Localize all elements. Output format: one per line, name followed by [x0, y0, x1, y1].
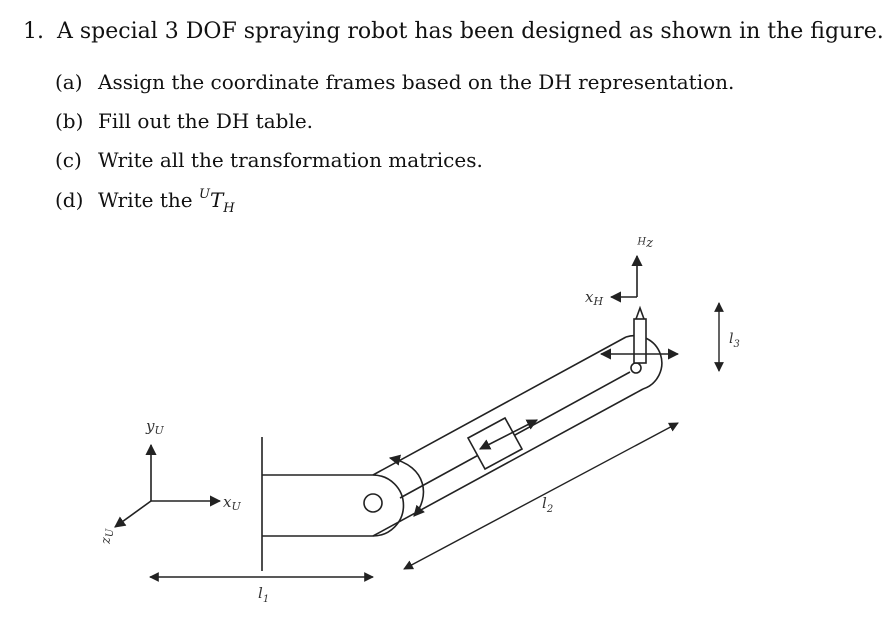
part-b-text: Fill out the DH table. [98, 109, 314, 133]
inclined-boom [372, 334, 663, 537]
part-c: (c) Write all the transformation matrices… [55, 148, 734, 187]
yU-label: yU [145, 417, 164, 437]
wrist-joint-pin [630, 362, 642, 374]
xH-label: xH [585, 288, 603, 308]
l2-dimension-line [403, 422, 679, 570]
joint-1-pin [363, 493, 383, 513]
question-number: 1. [23, 19, 44, 44]
hand-frame-axes [609, 254, 643, 303]
part-a-label: (a) [55, 70, 83, 94]
part-b: (b) Fill out the DH table. [55, 109, 734, 148]
part-a: (a) Assign the coordinate frames based on… [55, 70, 734, 109]
part-a-text: Assign the coordinate frames based on th… [98, 70, 735, 94]
xU-label: xU [223, 493, 241, 513]
zU-label: zU [99, 528, 116, 545]
part-d-text: Write the [98, 188, 199, 212]
l1-label: l1 [258, 584, 269, 605]
question-parts: (a) Assign the coordinate frames based on… [55, 70, 734, 226]
zH-label: zH [637, 234, 654, 251]
zU-axis [114, 500, 152, 528]
part-c-label: (c) [55, 148, 82, 172]
transform-subscript: H [223, 201, 235, 216]
part-c-text: Write all the transformation matrices. [98, 148, 483, 172]
part-d-label: (d) [55, 188, 84, 212]
base-frame-axes [114, 443, 222, 528]
transform-symbol: T [209, 188, 224, 212]
question-text: A special 3 DOF spraying robot has been … [57, 19, 884, 44]
base-link [261, 437, 405, 571]
l3-label: l3 [729, 331, 740, 350]
prismatic-sleeve [466, 416, 524, 471]
l2-label: l2 [542, 494, 553, 515]
part-b-label: (b) [55, 109, 84, 133]
transform-superscript: U [198, 187, 210, 202]
question-statement: 1. A special 3 DOF spraying robot has bee… [23, 19, 884, 44]
robot-figure: yU xU zU l1 l2 zH xH l3 [99, 234, 740, 605]
part-d: (d) Write the UTH [55, 187, 734, 226]
